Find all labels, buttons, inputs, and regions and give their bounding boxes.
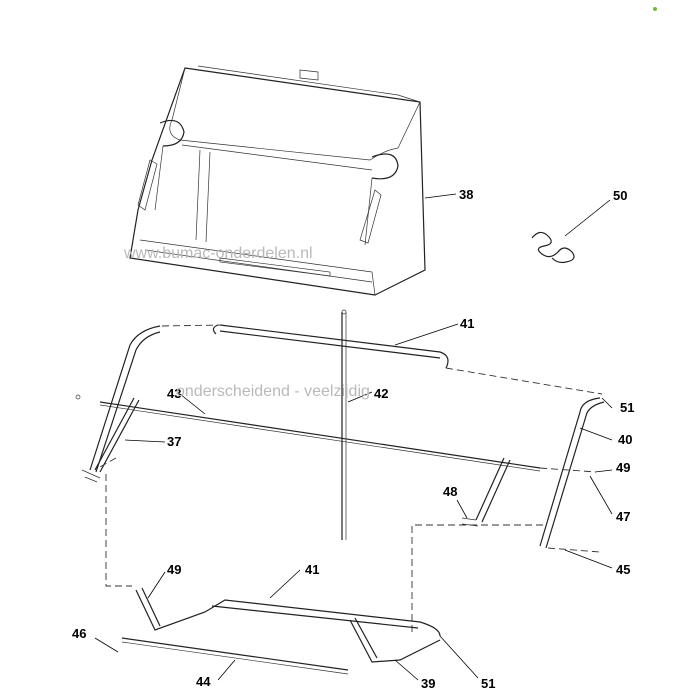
callout-48: 48 (443, 484, 457, 499)
grass-catcher-box (129, 65, 426, 296)
callout-37: 37 (167, 434, 181, 449)
watermark-slogan: onderscheidend - veelzijdig (176, 383, 370, 400)
callout-40: 40 (618, 432, 632, 447)
assembly-guide-lines (97, 324, 603, 632)
callout-45: 45 (616, 562, 630, 577)
callout-42: 42 (374, 386, 388, 401)
callout-49-right: 49 (616, 460, 630, 475)
callout-49-left: 49 (167, 562, 181, 577)
short-strut (461, 457, 511, 527)
upper-frame-tube (212, 324, 449, 369)
callout-44: 44 (196, 674, 211, 689)
callout-51-bottom: 51 (481, 676, 495, 691)
callout-47: 47 (616, 509, 630, 524)
corner-dot (653, 7, 657, 11)
callout-41-top: 41 (460, 316, 474, 331)
callout-46: 46 (72, 626, 86, 641)
clip-part (531, 231, 575, 264)
lower-frame-tube (135, 587, 441, 663)
cross-rod (99, 401, 541, 469)
callout-51-right: 51 (620, 400, 634, 415)
bottom-rod (121, 637, 349, 671)
right-upright-frame (539, 397, 605, 549)
callout-39: 39 (421, 676, 435, 691)
callout-41-bottom: 41 (305, 562, 319, 577)
left-upright-frame (81, 325, 161, 483)
callout-38: 38 (459, 187, 473, 202)
watermark-site: www.bumac-onderdelen.nl (123, 245, 313, 262)
callout-50: 50 (613, 188, 627, 203)
callout-43: 43 (167, 386, 181, 401)
